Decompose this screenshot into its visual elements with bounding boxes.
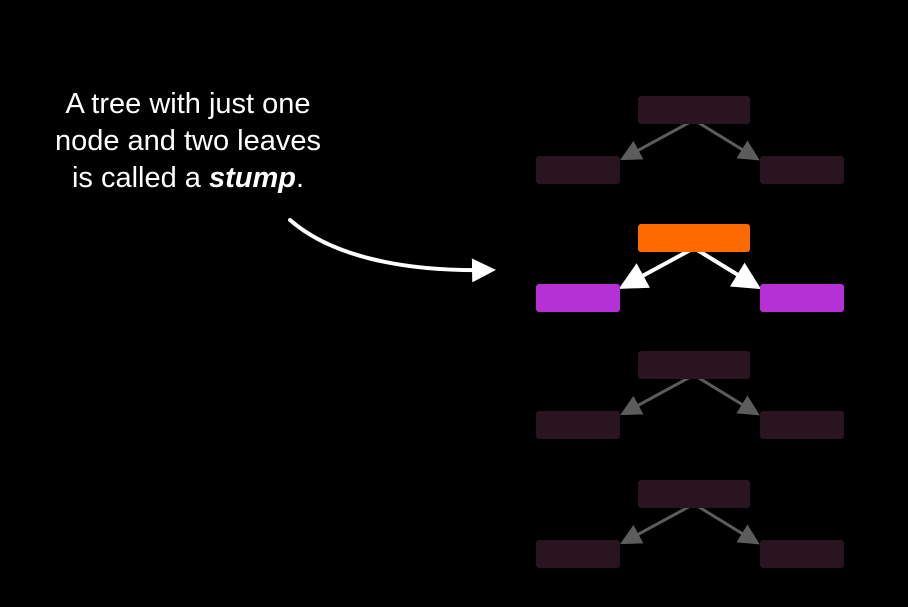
stump-1-right-branch xyxy=(693,118,760,161)
stump-2-right-leaf xyxy=(760,284,844,312)
stump-3-left-branch xyxy=(620,373,695,416)
stump-3-root-node xyxy=(638,351,750,379)
stump-2-right-branch xyxy=(692,246,762,290)
stump-3-right-branch xyxy=(693,373,760,416)
stump-1-left-leaf xyxy=(536,156,620,184)
stump-1-right-leaf xyxy=(760,156,844,184)
stump-2-root-node xyxy=(638,224,750,252)
caption-line-3-suffix: . xyxy=(295,162,305,194)
stump-2-left-leaf xyxy=(536,284,620,312)
caption-text: A tree with just one node and two leaves… xyxy=(8,86,368,197)
caption-emphasis-stump: stump xyxy=(208,162,296,194)
stump-3 xyxy=(536,351,844,439)
caption-line-1: A tree with just one xyxy=(65,88,311,120)
caption-line-2: node and two leaves xyxy=(54,125,322,157)
pointer-arrow xyxy=(288,218,496,283)
stump-4-left-branch xyxy=(620,502,695,545)
stump-1-left-branch xyxy=(620,118,695,161)
stump-2 xyxy=(536,224,844,312)
stump-4-right-branch xyxy=(693,502,760,545)
stump-3-left-leaf xyxy=(536,411,620,439)
stump-1-root-node xyxy=(638,96,750,124)
stump-2-left-branch xyxy=(618,246,695,289)
stump-4-root-node xyxy=(638,480,750,508)
stump-4-left-leaf xyxy=(536,540,620,568)
stump-1 xyxy=(536,96,844,184)
caption-line-3-prefix: is called a xyxy=(71,162,209,194)
stump-4-right-leaf xyxy=(760,540,844,568)
stump-3-right-leaf xyxy=(760,411,844,439)
stump-4 xyxy=(536,480,844,568)
